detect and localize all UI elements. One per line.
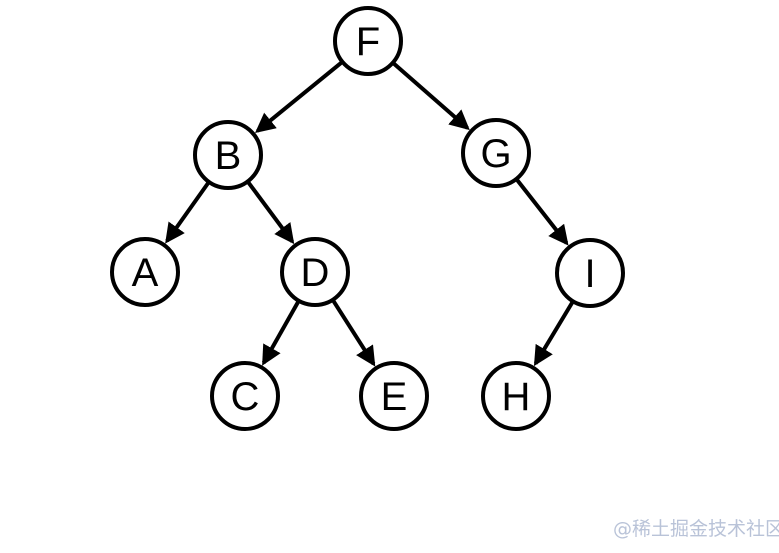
tree-edge-f-to-b [254,60,343,134]
node-label-h: H [502,375,531,419]
tree-node-c[interactable]: C [210,361,280,431]
node-label-d: D [301,251,330,295]
node-label-f: F [356,20,380,64]
tree-edge-d-to-c [261,300,301,366]
node-circle-e [359,361,429,431]
node-label-c: C [231,375,260,419]
tree-edge-layer [165,60,575,367]
node-label-b: B [215,134,242,178]
node-circle-h [481,361,551,431]
node-circle-f [333,6,403,76]
tree-edge-b-to-d [246,181,295,245]
node-label-i: I [584,252,595,296]
tree-node-layer: F B G A D I C E H [110,6,625,431]
tree-node-g[interactable]: G [461,118,531,188]
tree-edge-g-to-i [515,178,569,246]
tree-node-d[interactable]: D [280,237,350,307]
tree-edge-b-to-a [165,181,210,244]
node-circle-i [555,238,625,308]
inorder-section: Inorder: [0,478,779,553]
node-circle-a [110,237,180,307]
node-circle-d [280,237,350,307]
node-circle-b [193,120,263,190]
tree-edge-f-to-g [392,61,470,131]
tree-node-b[interactable]: B [193,120,263,190]
node-circle-c [210,361,280,431]
tree-node-h[interactable]: H [481,361,551,431]
tree-node-e[interactable]: E [359,361,429,431]
node-label-a: A [132,251,159,295]
tree-node-f[interactable]: F [333,6,403,76]
binary-tree-graphic: F B G A D I C E H [110,6,625,431]
tree-node-i[interactable]: I [555,238,625,308]
node-label-e: E [381,375,408,419]
tree-edge-d-to-e [331,299,376,367]
node-label-g: G [480,132,511,176]
tree-node-a[interactable]: A [110,237,180,307]
node-circle-g [461,118,531,188]
tree-edge-i-to-h [533,301,575,367]
